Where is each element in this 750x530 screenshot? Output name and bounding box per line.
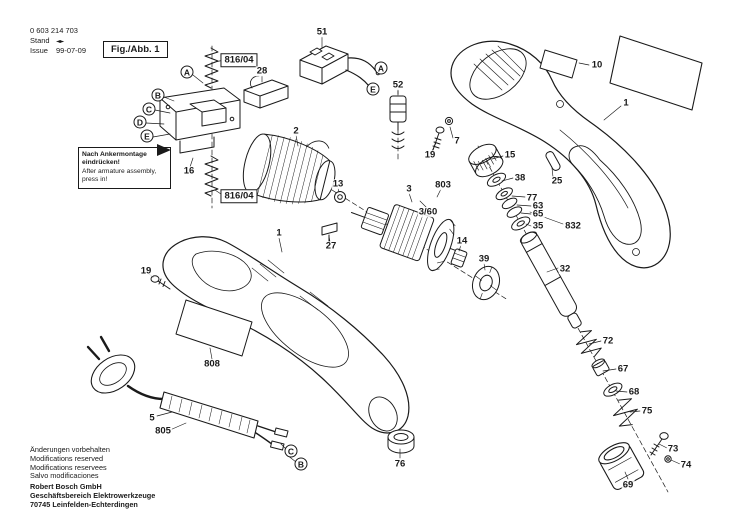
footer-line: Modifications reserved xyxy=(30,453,104,463)
part-callout-1: 1 xyxy=(622,97,630,109)
spindle-chain-drawing xyxy=(468,143,638,427)
note-de-line: eindrücken! xyxy=(82,159,120,167)
part-callout-3/60: 3/60 xyxy=(417,206,439,218)
issue-date: 99-07-09 xyxy=(56,45,87,55)
assembly-note: Nach Ankermontage eindrücken! After arma… xyxy=(78,147,171,189)
part-callout-1: 1 xyxy=(275,227,283,239)
spec-plate-808 xyxy=(175,299,253,357)
part-callout-15: 15 xyxy=(503,149,517,161)
screw-73-74-drawing xyxy=(649,432,672,463)
part-callout-19: 19 xyxy=(423,149,437,161)
screw-19-left-drawing xyxy=(150,275,171,290)
footer-line: Geschäftsbereich Elektrowerkzeuge xyxy=(30,490,156,500)
part-callout-68: 68 xyxy=(627,386,641,398)
assembly-mark-C: C xyxy=(284,444,298,458)
document-number: 0 603 214 703 xyxy=(30,26,78,35)
part-callout-38: 38 xyxy=(513,172,527,184)
pin-25-drawing xyxy=(545,151,561,171)
part-callout-805: 805 xyxy=(154,425,172,437)
part-callout-76: 76 xyxy=(393,458,407,470)
stand-mark-icon: ◄► xyxy=(56,37,64,45)
assembly-mark-A: A xyxy=(180,65,194,79)
part-callout-73: 73 xyxy=(666,443,680,455)
part-callout-51: 51 xyxy=(315,26,329,38)
part-callout-75: 75 xyxy=(640,405,654,417)
part-callout-10: 10 xyxy=(590,59,604,71)
part-callout-25: 25 xyxy=(550,175,564,187)
bearing-13-drawing xyxy=(334,191,346,203)
small-label-plate xyxy=(539,49,578,79)
part-callout-16: 16 xyxy=(182,165,196,177)
armature-drawing xyxy=(350,204,464,272)
brush-holder-drawing xyxy=(159,47,241,197)
part-callout-808: 808 xyxy=(203,358,221,370)
part-callout-77: 77 xyxy=(525,192,539,204)
part-callout-19: 19 xyxy=(139,265,153,277)
assembly-mark-E: E xyxy=(140,129,154,143)
part-callout-69: 69 xyxy=(621,479,635,491)
part-callout-67: 67 xyxy=(616,363,630,375)
part-callout-72: 72 xyxy=(601,335,615,347)
part-callout-27: 27 xyxy=(324,240,338,252)
assembly-mark-B: B xyxy=(294,457,308,471)
footer-line: Modifications reservees xyxy=(30,462,107,472)
part-callout-39: 39 xyxy=(477,253,491,265)
part-callout-803: 803 xyxy=(434,179,452,191)
part-callout-32: 32 xyxy=(558,263,572,275)
stand-label: Stand xyxy=(30,35,50,45)
issue-label: Issue xyxy=(30,45,48,55)
footer-line: Salvo modificaciones xyxy=(30,471,99,481)
assembly-mark-B: B xyxy=(151,88,165,102)
retainer-39-drawing xyxy=(471,265,501,301)
part-callout-65: 65 xyxy=(531,208,545,220)
note-de-line: Nach Ankermontage xyxy=(82,151,147,158)
large-label-plate xyxy=(609,35,703,111)
part-callout-52: 52 xyxy=(391,79,405,91)
part-callout-5: 5 xyxy=(148,412,156,424)
cord-set-drawing xyxy=(86,335,289,451)
part-callout-28: 28 xyxy=(255,65,269,77)
part-callout-35: 35 xyxy=(531,220,545,232)
footer-line: Änderungen vorbehalten xyxy=(30,445,110,454)
press-in-arrow-icon xyxy=(157,144,171,156)
note-en-line: After armature assembly, xyxy=(82,167,157,175)
screw-and-washer-drawing xyxy=(432,116,454,151)
part-callout-74: 74 xyxy=(679,459,693,471)
footer-line: Robert Bosch GmbH xyxy=(30,482,102,491)
ring-76-drawing xyxy=(387,429,415,454)
part-callout-13: 13 xyxy=(331,178,345,190)
assembly-mark-D: D xyxy=(133,115,147,129)
assembly-mark-E: E xyxy=(366,82,380,96)
assembly-mark-A: A xyxy=(374,61,388,75)
part-callout-832: 832 xyxy=(564,220,582,232)
part-callout-7: 7 xyxy=(453,135,461,147)
footer-line: 70745 Leinfelden-Echterdingen xyxy=(30,499,138,509)
carbon-brush-drawing xyxy=(243,75,289,109)
part-callout-14: 14 xyxy=(455,235,469,247)
assembly-mark-C: C xyxy=(142,102,156,116)
part-callout-3: 3 xyxy=(405,183,413,195)
part-callout-816/04: 816/04 xyxy=(220,189,258,203)
note-en-line: press in! xyxy=(82,176,108,184)
field-stator-drawing xyxy=(242,133,336,205)
part-callout-63: 63 xyxy=(531,200,545,212)
figure-label: Fig./Abb. 1 xyxy=(103,41,168,58)
part-callout-2: 2 xyxy=(292,125,300,137)
document-header: 0 603 214 703 Stand ◄► Issue 99-07-09 xyxy=(30,26,86,55)
sleeve-14-drawing xyxy=(450,248,468,268)
switch-plunger-drawing xyxy=(389,95,407,149)
part-callout-816/04: 816/04 xyxy=(220,53,258,67)
